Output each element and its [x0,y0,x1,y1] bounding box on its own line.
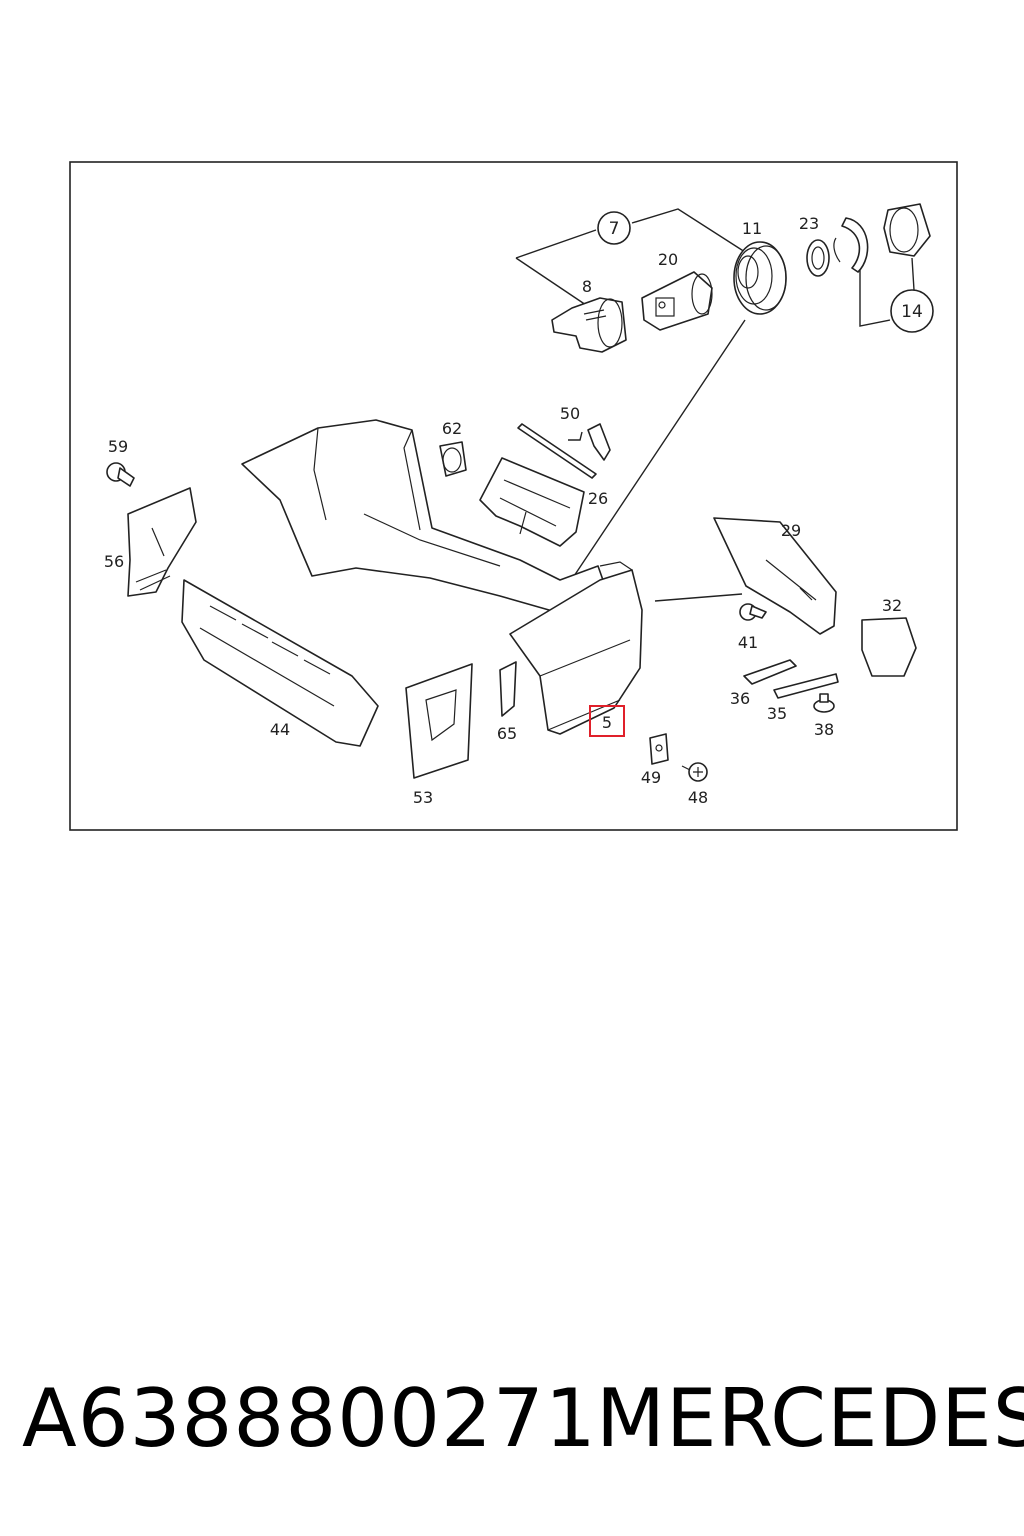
callout-65: 65 [497,724,517,743]
part-8-sensor [551,297,627,353]
part-14-cup [883,203,931,257]
part-62-nut [439,441,467,477]
part-50-rod-clip [517,423,611,479]
diagram-frame [69,161,958,831]
part-49-clip [649,733,669,765]
callout-36: 36 [730,689,750,708]
part-38-clip [813,693,835,713]
part-65-pad [499,661,517,717]
brand-name: MERCEDES [596,1372,1024,1465]
callout-49: 49 [641,768,661,787]
callout-14: 14 [901,302,923,322]
callout-23: 23 [799,214,819,233]
callout-53: 53 [413,788,433,807]
part-32-end-cap [861,617,917,677]
part-11-ring-housing [733,241,787,315]
part-53-deflector [405,663,473,779]
part-56-side-bracket [127,487,197,597]
callout-26: 26 [588,489,608,508]
part-20-sensor-body [641,271,713,331]
leader-lines [515,208,915,613]
part-14-open-ring [833,217,869,273]
callout-32: 32 [882,596,902,615]
part-29-side-trim [713,517,837,635]
callout-59: 59 [108,437,128,456]
part-26-bracket [479,457,585,547]
part-23-ring [806,239,830,277]
part-36-strap [743,659,797,685]
footer-caption: A6388800271 MERCEDES [0,1372,1024,1472]
callout-5-highlight-box [589,705,625,737]
part-number: A6388800271 [22,1372,597,1465]
callout-56: 56 [104,552,124,571]
callout-38: 38 [814,720,834,739]
callout-11: 11 [742,219,762,238]
callout-5: 5 [602,713,612,732]
callout-41: 41 [738,633,758,652]
callout-20: 20 [658,250,678,269]
part-48-screw [681,762,708,782]
callout-35: 35 [767,704,787,723]
callout-44: 44 [270,720,290,739]
part-41-screw [739,603,767,621]
callout-62: 62 [442,419,462,438]
part-35-strap [773,673,839,699]
callout-7: 7 [609,219,620,239]
callout-29: 29 [781,521,801,540]
callout-48: 48 [688,788,708,807]
callout-8: 8 [582,277,592,296]
part-59-bolt [106,462,135,487]
callout-50: 50 [560,404,580,423]
part-44-absorber [181,579,379,747]
part-5-bumper-corner [509,561,643,735]
callout-7-circle [597,211,631,245]
parts-diagram: 7 11 23 14 8 20 62 50 59 26 29 56 32 41 … [69,161,958,831]
callout-14-circle [890,289,934,333]
